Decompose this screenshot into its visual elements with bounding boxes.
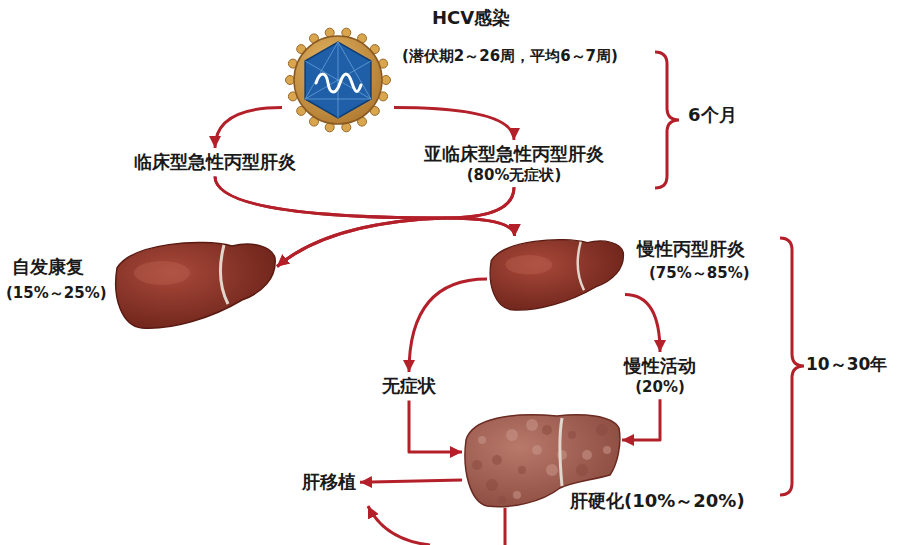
liver-chronic: 慢性丙型肝炎(75%～85%) [487, 236, 625, 314]
liver-cirrhosis: 肝硬化(10%～20%) [462, 410, 622, 510]
hcv-virus: HCV感染(潜伏期2～26周，平均6～7周) [282, 25, 394, 135]
flow-arrow [215, 108, 282, 149]
node-text: 肝硬化(10%～20%) [570, 490, 745, 513]
stage-label: 亚临床型急性丙型肝炎(80%无症状) [420, 140, 608, 187]
liver-illustration [487, 236, 625, 314]
node-text: (潜伏期2～26周，平均6～7周) [402, 47, 618, 66]
bracket-label: 6个月 [688, 104, 737, 127]
node-text: 亚临床型急性丙型肝炎 [424, 143, 604, 166]
arrow-offframe [504, 508, 507, 545]
node-text: 临床型急性丙型肝炎 [134, 151, 296, 174]
flow-arrow [445, 187, 515, 236]
node-text: 肝移植 [302, 471, 356, 494]
flow-arrow [409, 401, 462, 453]
flow-arrow [277, 187, 514, 266]
outcome-label: 无症状 [378, 372, 440, 401]
node-text: 慢性活动 [624, 355, 696, 378]
node-text: (20%) [624, 378, 696, 397]
node-text: 慢性丙型肝炎 [637, 238, 745, 261]
flow-arrow [622, 399, 660, 440]
bracket [780, 238, 804, 495]
bracket [655, 52, 679, 188]
flow-arrow [409, 279, 487, 372]
node-text: (75%～85%) [649, 264, 750, 283]
outcome-label: 慢性活动(20%) [620, 352, 700, 399]
arrow-offframe [368, 506, 430, 545]
flow-arrow [394, 108, 514, 141]
liver-illustration [112, 238, 277, 333]
bracket-label: 10～30年 [806, 354, 887, 375]
outcome-label: 肝移植 [298, 468, 360, 497]
liver-recovered: 自发康复(15%～25%) [112, 238, 277, 333]
node-text: 自发康复 [12, 256, 84, 279]
node-text: (15%～25%) [6, 284, 107, 303]
virus-illustration [282, 25, 394, 135]
node-text: HCV感染 [432, 7, 510, 30]
stage-label: 临床型急性丙型肝炎 [130, 148, 300, 177]
flow-arrow [625, 295, 660, 353]
node-text: 无症状 [382, 375, 436, 398]
flow-arrow [360, 480, 462, 482]
node-text: (80%无症状) [424, 166, 604, 185]
